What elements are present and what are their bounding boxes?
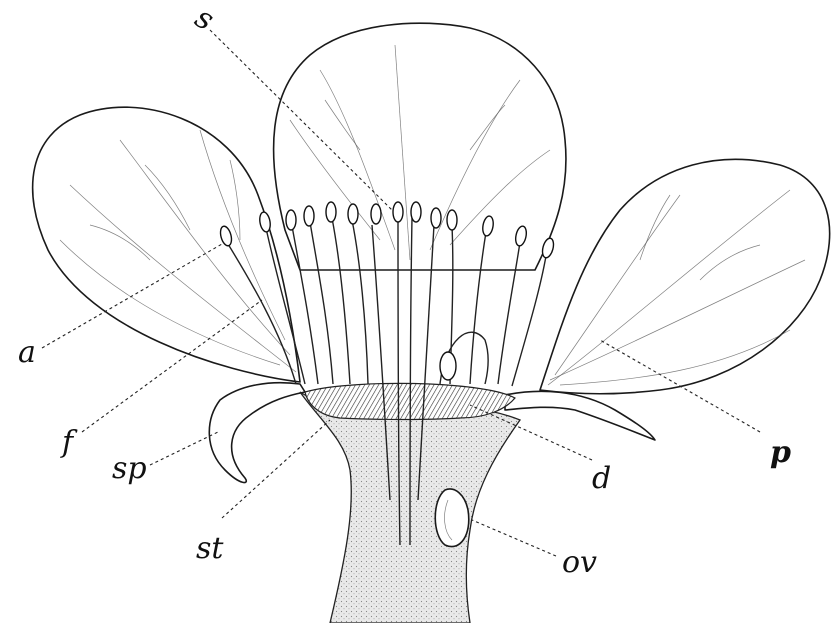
left-sepal bbox=[209, 383, 305, 483]
label-f: f bbox=[60, 425, 78, 460]
right-petal bbox=[540, 159, 830, 393]
label-sp: sp bbox=[112, 451, 147, 486]
label-ov: ov bbox=[562, 545, 597, 580]
leader-sp bbox=[150, 432, 218, 465]
label-a: a bbox=[18, 335, 36, 370]
label-p: p bbox=[770, 435, 791, 470]
right-sepal bbox=[505, 391, 655, 440]
ovule bbox=[435, 489, 469, 547]
bent-stamen bbox=[440, 332, 488, 384]
label-st: st bbox=[196, 531, 224, 566]
leader-ov bbox=[472, 520, 556, 556]
left-petal bbox=[33, 107, 300, 382]
label-d: d bbox=[592, 461, 611, 496]
label-s: s bbox=[189, 0, 220, 38]
